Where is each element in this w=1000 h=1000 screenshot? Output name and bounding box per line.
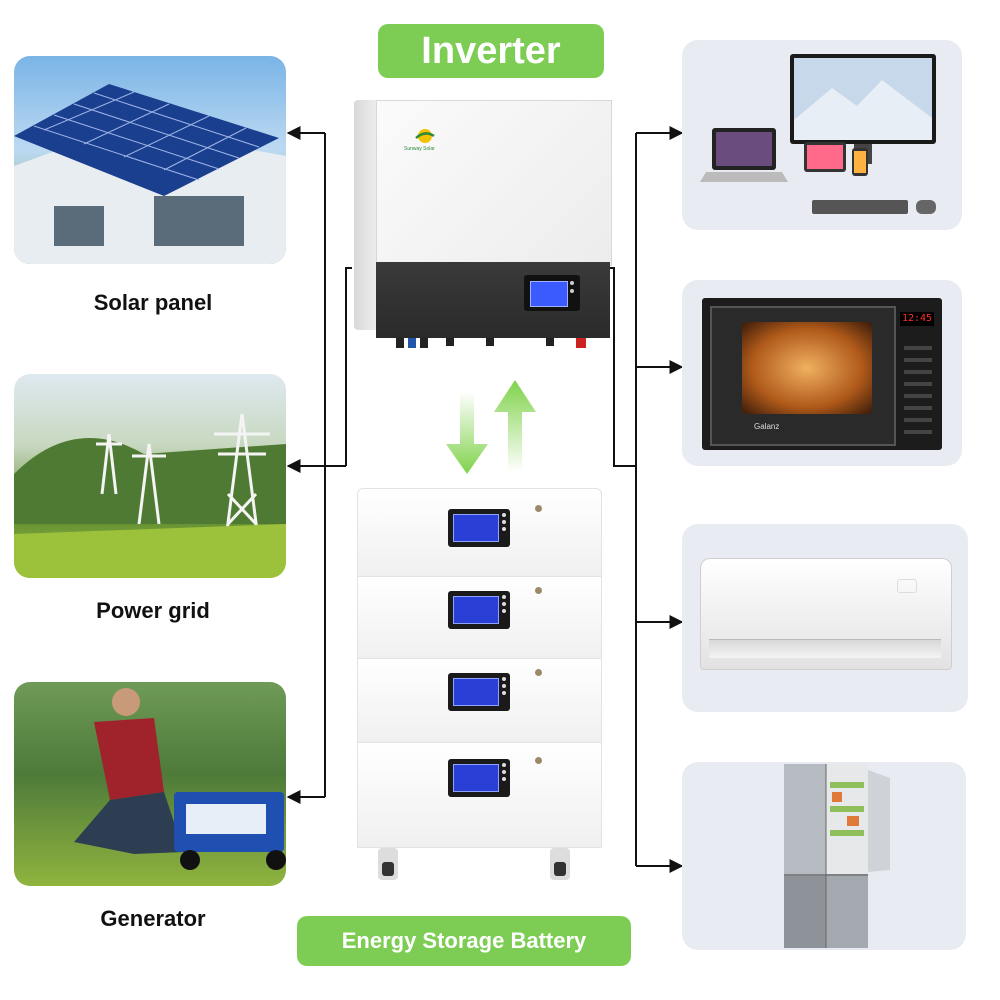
computers-card	[682, 40, 962, 230]
solar-panel-label: Solar panel	[93, 290, 213, 315]
power-grid-card	[14, 374, 286, 578]
refrigerator-card	[682, 762, 966, 950]
computer-devices-icon	[700, 54, 936, 214]
refrigerator-icon	[784, 764, 890, 948]
grid-connector	[345, 267, 352, 466]
transmission-tower-icon	[14, 413, 286, 578]
microwave-display: 12:45	[900, 312, 934, 326]
microwave-brand: Galanz	[754, 422, 780, 431]
generator-icon	[74, 688, 286, 870]
air-conditioner-icon	[700, 558, 952, 670]
generator-label: Generator	[100, 906, 206, 931]
solar-panel-icon	[14, 84, 286, 264]
inverter-unit: Sunway Solar	[354, 100, 612, 348]
microwave-oven-icon: Galanz 12:45	[702, 298, 942, 450]
load-connector-top	[608, 267, 636, 467]
arrow-up-icon	[494, 380, 536, 472]
microwave-card: Galanz 12:45	[682, 280, 962, 466]
arrow-down-icon	[446, 392, 488, 474]
inverter-logo-icon	[414, 128, 436, 144]
inverter-ports	[396, 338, 606, 350]
battery-title: Energy Storage Battery	[297, 916, 631, 966]
power-grid-label: Power grid	[96, 598, 210, 623]
air-conditioner-card	[682, 524, 968, 712]
inverter-front	[376, 100, 612, 266]
solar-panel-card	[14, 56, 286, 264]
inverter-display	[524, 275, 580, 311]
inverter-title: Inverter	[378, 24, 604, 78]
inverter-logo-text: Sunway Solar	[404, 146, 435, 152]
charge-discharge-arrows	[446, 380, 536, 474]
generator-card	[14, 682, 286, 886]
